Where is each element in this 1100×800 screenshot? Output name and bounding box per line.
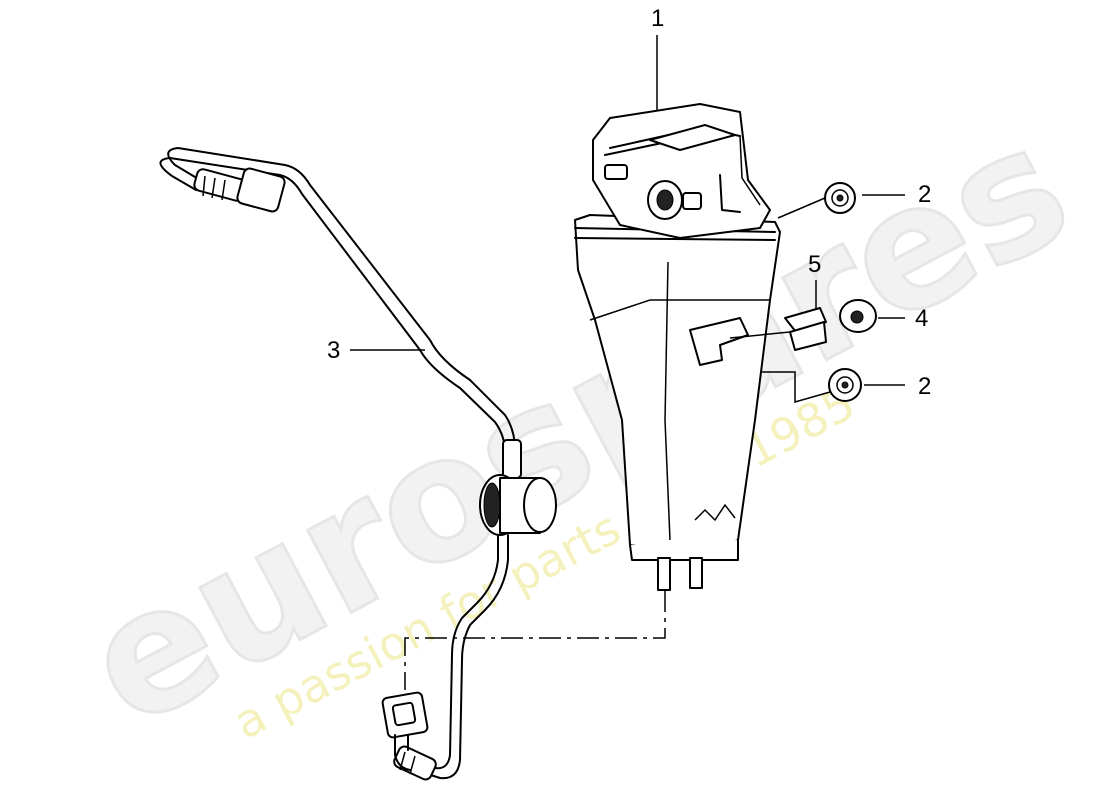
leader-lines — [350, 35, 905, 403]
callout-4: 4 — [915, 305, 928, 332]
grommet-upper — [824, 182, 856, 214]
callout-1: 1 — [651, 5, 664, 32]
nut-part — [839, 299, 877, 333]
callout-2-lower: 2 — [918, 373, 931, 400]
callout-2-upper: 2 — [918, 181, 931, 208]
vent-hose-assembly — [159, 147, 557, 781]
callout-3: 3 — [327, 337, 340, 364]
grommet-lower — [828, 368, 862, 402]
check-valve — [479, 474, 557, 536]
charcoal-canister — [574, 103, 781, 591]
connection-line — [404, 590, 666, 690]
callout-5: 5 — [808, 251, 821, 278]
clip-part — [784, 307, 827, 351]
